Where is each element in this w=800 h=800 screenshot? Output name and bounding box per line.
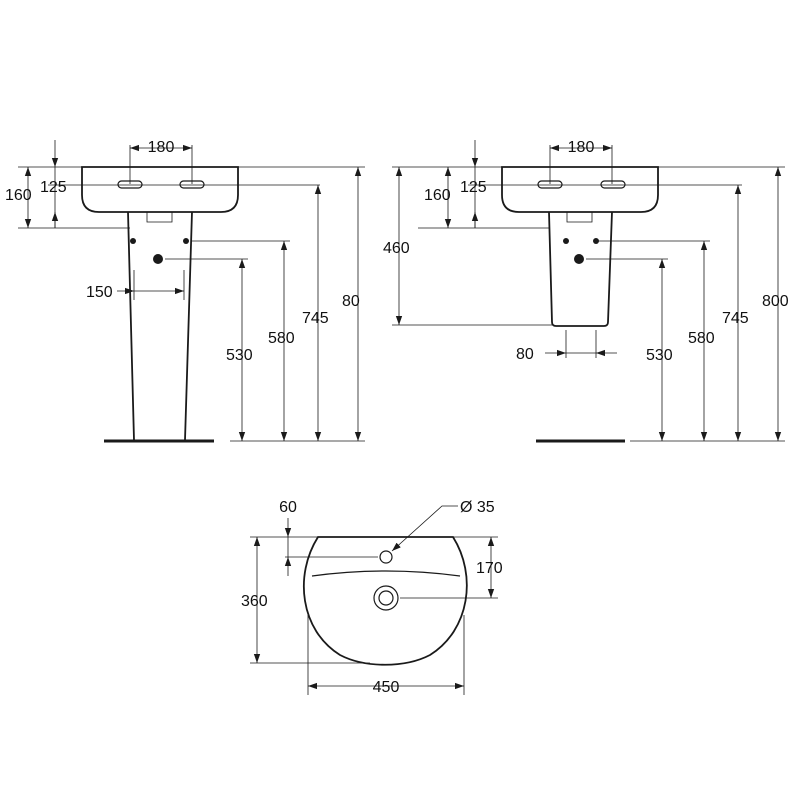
basin-outline [81, 166, 239, 213]
supply-point-right [183, 238, 189, 244]
extension-lines [250, 536, 498, 695]
pedestal-column [127, 211, 193, 441]
supply-point-left [130, 238, 136, 244]
tap-hole [379, 550, 393, 564]
dim-waste-height-label: 530 [226, 347, 253, 364]
dim-overflow-label: 125 [40, 179, 67, 196]
tap-hole-right [600, 180, 626, 189]
waste-outlet-inner [378, 590, 394, 606]
dim-basin-height-label: 160 [424, 187, 451, 204]
waste-outlet [146, 212, 173, 223]
supply-point-right [593, 238, 599, 244]
dim-waste-offset-label: 170 [476, 560, 503, 577]
dim-overall-height-label: 80 [342, 293, 360, 310]
dim-tap-diameter-label: Ø 35 [460, 499, 495, 516]
dim-overflow-label: 125 [460, 179, 487, 196]
dim-rim-height-label: 745 [302, 310, 329, 327]
dim-supply-height-label: 580 [688, 330, 715, 347]
dim-basin-height-label: 160 [5, 187, 32, 204]
semi-pedestal [548, 211, 613, 327]
dim-supply-spacing-label: 80 [516, 346, 534, 363]
diameter-leader [391, 505, 458, 552]
dim-supply-spacing-label: 150 [86, 284, 113, 301]
basin-outline [501, 166, 659, 213]
dim-supply-height-label: 580 [268, 330, 295, 347]
bowl-rim [311, 570, 461, 577]
dim-waste-height-label: 530 [646, 347, 673, 364]
plan-view: 60 Ø 35 170 360 450 [241, 499, 503, 696]
extension-lines [18, 145, 365, 442]
supply-point-left [563, 238, 569, 244]
dim-overall-height-label: 800 [762, 293, 789, 310]
semi-pedestal-view: 180 460 160 125 80 530 580 745 800 [383, 139, 789, 443]
waste-outlet [566, 212, 593, 223]
dim-depth-label: 360 [241, 593, 268, 610]
waste-point [153, 254, 163, 264]
dim-width-label: 450 [373, 679, 400, 696]
waste-point [574, 254, 584, 264]
dim-tap-spacing-label: 180 [568, 139, 595, 156]
basin-plan-outline [302, 536, 468, 666]
dim-semi-pedestal-length-label: 460 [383, 240, 410, 257]
waste-outlet-outer [373, 585, 399, 611]
dim-tap-offset-label: 60 [279, 499, 297, 516]
extension-lines [392, 145, 785, 442]
dim-tap-spacing-label: 180 [148, 139, 175, 156]
pedestal-view: 180 160 125 150 530 580 745 80 [5, 139, 365, 443]
dim-rim-height-label: 745 [722, 310, 749, 327]
